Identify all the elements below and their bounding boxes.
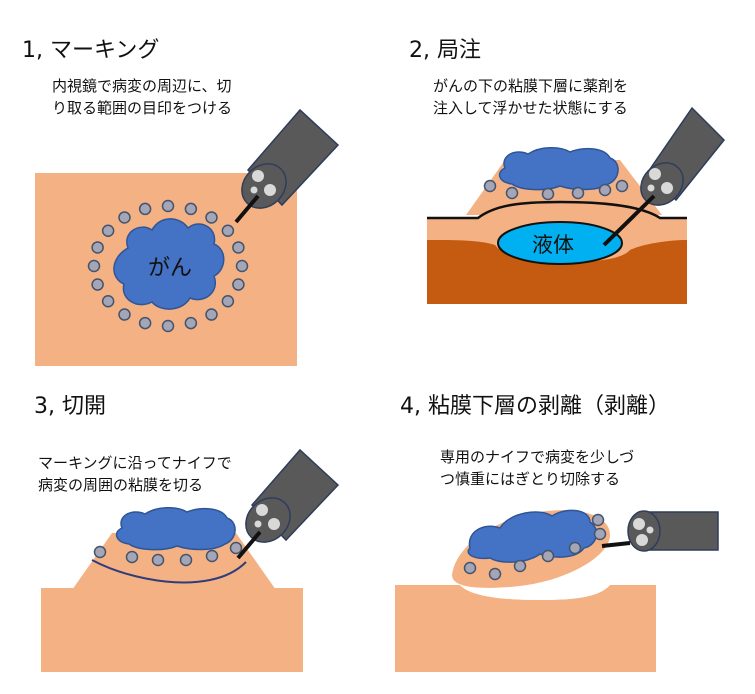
- marker-dot: [91, 241, 104, 254]
- panel-2-title: 2, 局注: [409, 38, 481, 63]
- panel-1-marking: がん: [35, 108, 340, 366]
- panel-2-layer-line: [427, 200, 687, 220]
- marker-dot: [505, 186, 519, 200]
- marker-dot: [593, 527, 607, 541]
- marker-dot: [93, 545, 107, 559]
- marker-dot: [235, 259, 249, 273]
- panel-3-description-line: マーキングに沿ってナイフで: [38, 454, 232, 472]
- panel-4-description-line: 専用のナイフで病変を少しづ: [440, 448, 635, 466]
- marker-dot: [125, 550, 139, 564]
- marker-dot: [205, 211, 218, 224]
- marker-dot: [205, 308, 218, 321]
- panel-3-endoscope: [236, 448, 340, 560]
- panel-2-endoscope: [602, 106, 726, 247]
- panel-2-description: がんの下の粘膜下層に薬剤を 注入して浮かせた状態にする: [433, 75, 628, 119]
- marker-dot: [184, 316, 198, 330]
- marker-dot: [87, 259, 101, 273]
- panel-2-fluid-label: 液体: [532, 233, 574, 257]
- panel-2-description-line: がんの下の粘膜下層に薬剤を: [433, 77, 629, 95]
- panel-1-description: 内視鏡で病変の周辺に、切 り取る範囲の目印をつける: [52, 75, 232, 119]
- endoscope-lens-icon: [256, 504, 268, 516]
- marker-dot: [118, 211, 131, 224]
- panel-1-tumor-label: がん: [148, 256, 192, 281]
- marker-dot: [179, 553, 193, 567]
- marker-dot: [205, 549, 219, 563]
- marker-dot: [161, 199, 175, 213]
- panel-2-description-line: 注入して浮かせた状態にする: [433, 99, 628, 117]
- marker-dot: [138, 316, 152, 330]
- panel-4-description-line: つ慎重にはぎとり切除する: [440, 470, 621, 488]
- panel-3-description-line: 病変の周囲の粘膜を切る: [38, 476, 204, 494]
- marker-dot: [571, 186, 585, 200]
- marker-dot: [221, 295, 235, 308]
- panel-4-description: 専用のナイフで病変を少しづ つ慎重にはぎとり切除する: [440, 446, 634, 490]
- marker-dot: [598, 183, 612, 197]
- marker-dot: [591, 513, 605, 527]
- marking-needle: [234, 194, 260, 224]
- endoscope-lens-icon: [250, 186, 258, 194]
- marker-dot: [232, 241, 245, 254]
- endoscope-lens-icon: [268, 518, 280, 530]
- panel-3-description: マーキングに沿ってナイフで 病変の周囲の粘膜を切る: [38, 452, 232, 496]
- endoscope-lens-icon: [636, 534, 648, 546]
- endoscope-lens-icon: [646, 526, 654, 534]
- panel-4-title: 4, 粘膜下層の剥離（剥離）: [400, 394, 670, 419]
- marker-dot: [483, 179, 497, 193]
- panel-3-tissue: [41, 588, 303, 672]
- injection-needle: [602, 194, 656, 247]
- endoscope-lens-icon: [264, 184, 276, 196]
- endoscope-lens-icon: [649, 168, 661, 180]
- panel-4-tumor: [467, 509, 598, 563]
- panel-2-injection: 液体: [427, 106, 726, 304]
- panel-4-tissue: [395, 585, 656, 672]
- panel-3-tumor: [115, 507, 236, 551]
- marker-dot: [541, 549, 555, 563]
- panel-3-marker-dots: [93, 541, 243, 567]
- marker-dot: [118, 308, 131, 321]
- panel-4-endoscope: [601, 510, 719, 552]
- marker-dot: [221, 224, 235, 237]
- endoscope-lens-icon: [661, 182, 673, 194]
- marker-dot: [229, 541, 243, 555]
- marker-dot: [161, 319, 175, 333]
- panel-2-fluid: [497, 221, 623, 265]
- panel-1-endoscope: [234, 108, 340, 224]
- panel-4-marker-dots: [463, 513, 607, 581]
- panel-1-description-line: り取る範囲の目印をつける: [52, 99, 233, 117]
- marker-dot: [232, 278, 245, 291]
- dissection-knife: [601, 541, 631, 548]
- panel-3-title: 3, 切開: [34, 394, 106, 419]
- panel-1-description-line: 内視鏡で病変の周辺に、切: [52, 77, 232, 95]
- endoscope-lens-icon: [647, 184, 655, 192]
- marker-dot: [488, 567, 502, 581]
- marker-dot: [101, 224, 115, 237]
- marker-dot: [101, 295, 115, 308]
- panel-2-tumor: [498, 147, 619, 191]
- panel-1-tumor: [113, 218, 225, 310]
- marker-dot: [138, 202, 152, 216]
- endoscope-lens-icon: [252, 170, 264, 182]
- marker-dot: [463, 561, 477, 575]
- marker-dot: [513, 559, 527, 573]
- incision-knife: [236, 530, 262, 560]
- panel-2-marker-dots: [483, 179, 629, 201]
- marker-dot: [91, 278, 104, 291]
- panel-1-title: 1, マーキング: [22, 38, 160, 63]
- marker-dot: [615, 179, 629, 193]
- endoscope-lens-icon: [633, 518, 645, 530]
- panel-4-dissection: [395, 509, 719, 672]
- panel-1-marker-dots: [87, 199, 249, 333]
- endoscope-lens-icon: [254, 520, 262, 528]
- panel-3-incision-line: [91, 559, 247, 584]
- panel-3-incision: [41, 448, 340, 672]
- marker-dot: [184, 202, 198, 216]
- marker-dot: [151, 553, 165, 567]
- marker-dot: [568, 541, 582, 555]
- panel-4-dissection-cavity: [460, 585, 610, 600]
- marker-dot: [541, 187, 555, 201]
